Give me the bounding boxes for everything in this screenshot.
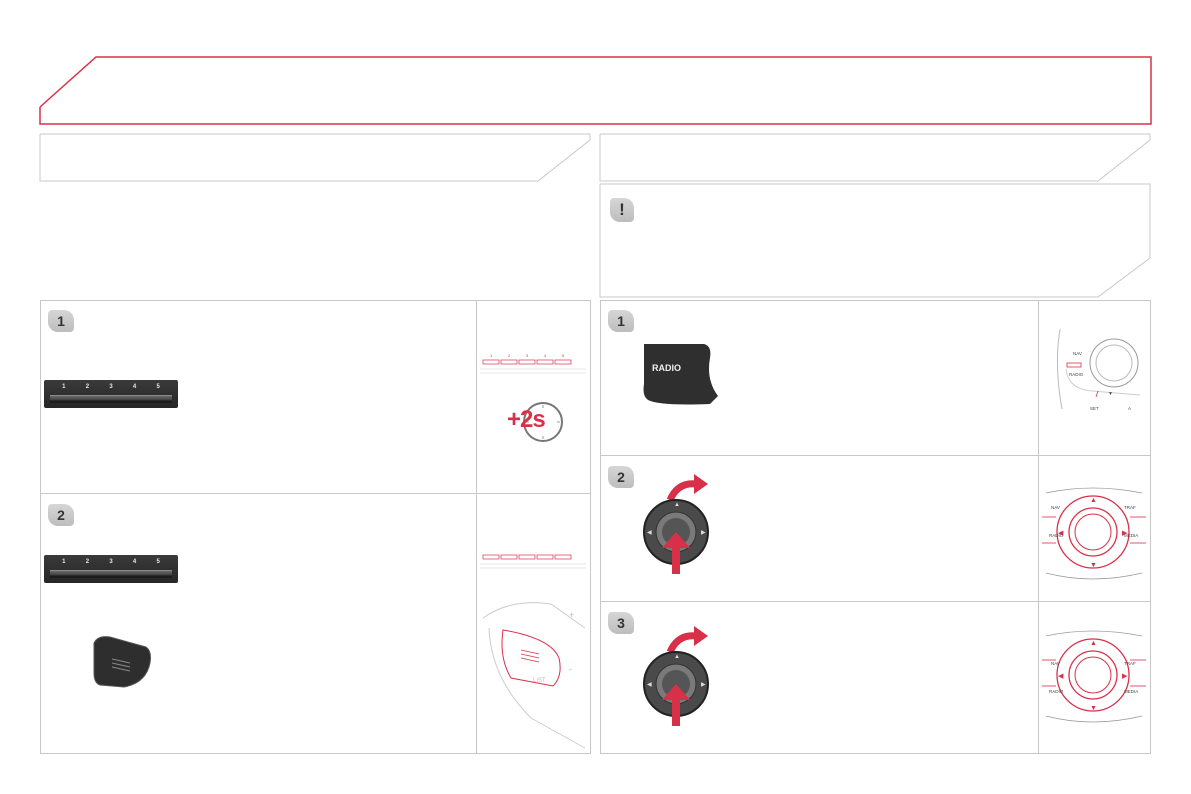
svg-text:▼: ▼ (1090, 562, 1097, 569)
svg-text:5: 5 (562, 353, 565, 358)
dial-media-label: MEDIA (1124, 533, 1139, 538)
svg-text:◀: ◀ (1058, 530, 1064, 537)
rotary-dial-icon[interactable]: ▲▼◀▶ (638, 470, 718, 580)
console-thumbnail: ▼ (1056, 328, 1141, 410)
radio-button-label: RADIO (652, 363, 681, 373)
dial-radio-label: RADIO (1049, 689, 1064, 694)
console-nav-label: NAV (1073, 351, 1082, 356)
svg-text:▲: ▲ (1090, 497, 1097, 504)
dial-traf-label: TRAF (1124, 661, 1136, 666)
preset-2-label: 2 (85, 559, 90, 565)
rotary-dial-icon[interactable]: ▲▼◀▶ (638, 622, 718, 732)
svg-text:▶: ▶ (701, 682, 706, 688)
svg-text:▶: ▶ (1122, 673, 1128, 680)
list-label: LIST (533, 678, 546, 684)
console-a-label: A (1128, 406, 1132, 411)
svg-text:4: 4 (544, 353, 547, 358)
multifunction-dial-thumbnail: ▲ ▼ ◀ ▶ (1042, 487, 1146, 580)
step-badge-2: 2 (608, 466, 634, 488)
svg-text:▶: ▶ (701, 530, 706, 536)
preset-buttons-strip[interactable]: 1 2 3 4 5 (44, 555, 178, 583)
step-badge-3: 3 (608, 612, 634, 634)
preset-4-label: 4 (132, 384, 137, 390)
svg-text:+: + (569, 610, 574, 620)
preset-thumbnail-2 (480, 554, 586, 569)
hold-two-seconds-icon (523, 402, 563, 442)
hold-badge-label: +2s (507, 406, 546, 433)
preset-4-label: 4 (132, 559, 137, 565)
svg-text:▲: ▲ (1090, 640, 1097, 647)
step-badge-1: 1 (48, 310, 74, 332)
svg-text:2: 2 (508, 353, 511, 358)
svg-text:◀: ◀ (647, 530, 652, 536)
dial-nav-label: NAV (1051, 661, 1060, 666)
multifunction-dial-thumbnail: ▲ ▼ ◀ ▶ (1042, 630, 1146, 723)
dial-media-label: MEDIA (1124, 689, 1139, 694)
console-set-label: SET (1090, 406, 1099, 411)
svg-text:◀: ◀ (647, 682, 652, 688)
step-badge-1: 1 (608, 310, 634, 332)
svg-text:1: 1 (490, 353, 493, 358)
steering-wheel-thumbnail: + - (482, 602, 586, 749)
preset-2-label: 2 (85, 384, 90, 390)
preset-3-label: 3 (109, 559, 113, 565)
preset-1-label: 1 (62, 384, 66, 390)
dial-radio-label: RADIO (1049, 533, 1064, 538)
radio-button-icon[interactable] (640, 340, 720, 408)
preset-5-label: 5 (156, 384, 160, 390)
svg-text:▲: ▲ (674, 502, 680, 508)
svg-text:-: - (569, 664, 572, 674)
svg-text:▲: ▲ (674, 654, 680, 660)
preset-1-label: 1 (62, 559, 66, 565)
dial-traf-label: TRAF (1124, 505, 1136, 510)
preset-buttons-strip[interactable]: 1 2 3 4 5 (44, 380, 178, 408)
preset-thumbnail-1: 1 2 3 4 5 (480, 353, 586, 374)
svg-text:▼: ▼ (1108, 391, 1113, 397)
preset-5-label: 5 (156, 559, 160, 565)
steering-list-button[interactable] (88, 633, 154, 689)
svg-text:◀: ◀ (1058, 673, 1064, 680)
dial-nav-label: NAV (1051, 505, 1060, 510)
svg-text:3: 3 (526, 353, 529, 358)
exclamation-icon: ! (610, 198, 634, 222)
step-badge-2: 2 (48, 504, 74, 526)
svg-text:▼: ▼ (1090, 705, 1097, 712)
svg-text:▶: ▶ (1122, 530, 1128, 537)
preset-3-label: 3 (109, 384, 113, 390)
console-radio-label: RADIO (1069, 372, 1084, 377)
